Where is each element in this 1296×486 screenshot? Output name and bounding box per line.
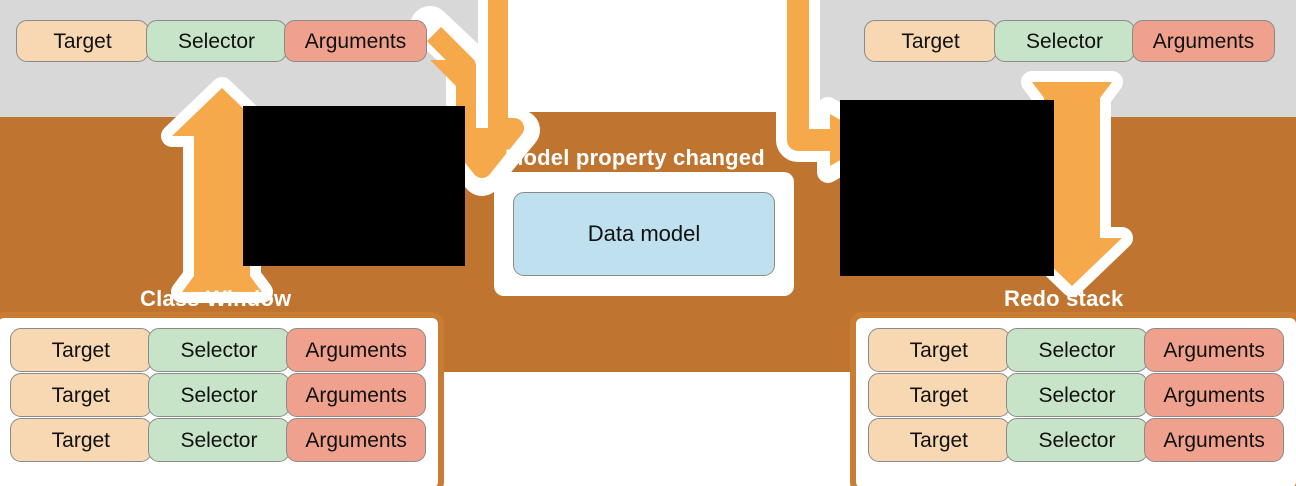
data-model-card: Data model	[494, 172, 794, 296]
command-row-top-left: Target Selector Arguments	[16, 20, 427, 62]
pill-target[interactable]: Target	[864, 20, 997, 62]
pill-selector[interactable]: Selector	[1005, 418, 1149, 462]
redo-stack: Target Selector Arguments Target Selecto…	[850, 312, 1296, 486]
model-caption: Model property changed	[505, 145, 765, 170]
stack-row: Target Selector Arguments	[868, 418, 1285, 462]
pill-arguments[interactable]: Arguments	[286, 373, 427, 417]
stack-row: Target Selector Arguments	[10, 328, 427, 372]
pill-arguments[interactable]: Arguments	[286, 418, 427, 462]
pill-arguments[interactable]: Arguments	[1144, 373, 1285, 417]
stack-row: Target Selector Arguments	[10, 373, 427, 417]
pill-target[interactable]: Target	[868, 418, 1010, 462]
redo-stack-caption: Redo stack	[1004, 286, 1124, 311]
pill-target[interactable]: Target	[868, 373, 1010, 417]
data-model-box[interactable]: Data model	[513, 192, 775, 276]
pill-target[interactable]: Target	[10, 328, 152, 372]
pill-selector[interactable]: Selector	[1005, 328, 1149, 372]
pill-target[interactable]: Target	[10, 373, 152, 417]
command-row-top-right: Target Selector Arguments	[864, 20, 1275, 62]
pill-selector[interactable]: Selector	[147, 373, 291, 417]
pill-target[interactable]: Target	[868, 328, 1010, 372]
pill-target[interactable]: Target	[16, 20, 149, 62]
left-redaction-block	[243, 106, 465, 266]
stack-row: Target Selector Arguments	[10, 418, 427, 462]
pill-selector[interactable]: Selector	[1005, 373, 1149, 417]
class-window-caption: Class Window	[140, 286, 292, 311]
pill-selector[interactable]: Selector	[147, 328, 291, 372]
pill-arguments[interactable]: Arguments	[1144, 328, 1285, 372]
stack-row: Target Selector Arguments	[868, 328, 1285, 372]
stack-row: Target Selector Arguments	[868, 373, 1285, 417]
right-redaction-block	[840, 100, 1054, 276]
class-window-stack: Target Selector Arguments Target Selecto…	[0, 312, 444, 486]
pill-target[interactable]: Target	[10, 418, 152, 462]
pill-selector[interactable]: Selector	[994, 20, 1135, 62]
pill-arguments[interactable]: Arguments	[286, 328, 427, 372]
pill-arguments[interactable]: Arguments	[284, 20, 427, 62]
pill-arguments[interactable]: Arguments	[1132, 20, 1275, 62]
pill-selector[interactable]: Selector	[147, 418, 291, 462]
pill-selector[interactable]: Selector	[146, 20, 287, 62]
pill-arguments[interactable]: Arguments	[1144, 418, 1285, 462]
